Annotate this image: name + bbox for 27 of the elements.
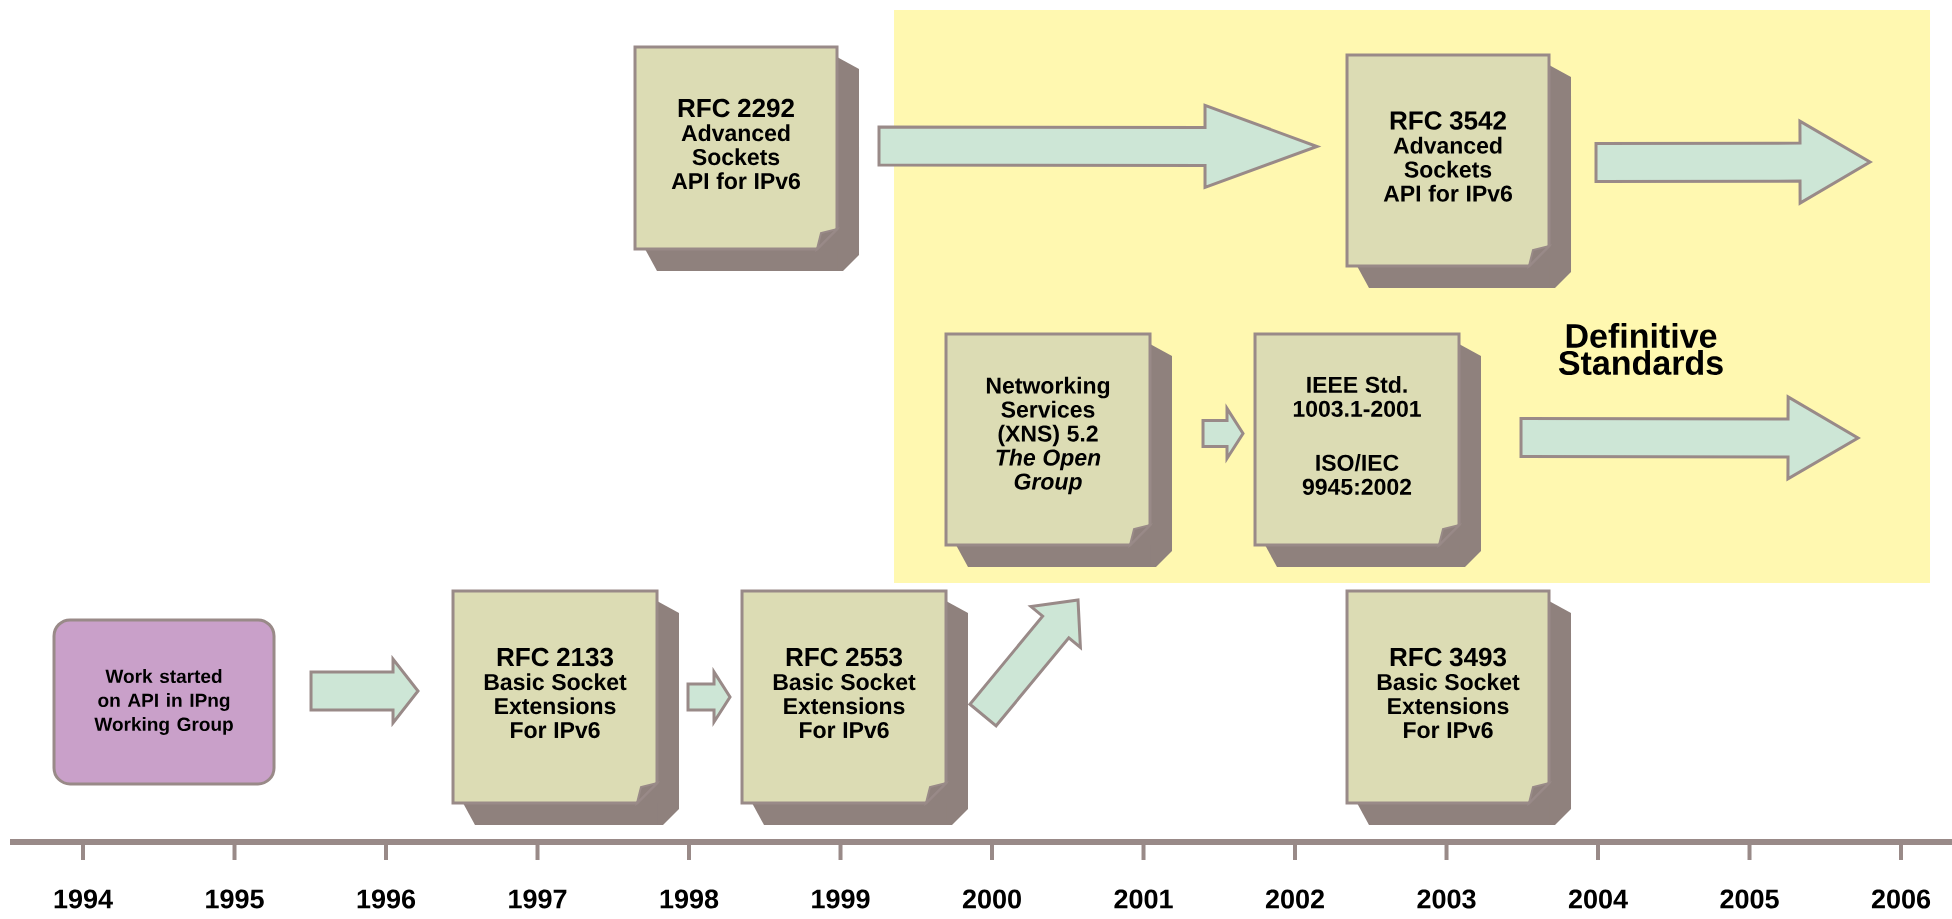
year-label: 2002 bbox=[1265, 889, 1324, 909]
year-label: 1994 bbox=[54, 889, 113, 909]
note-box: RFC 3542 Advanced Sockets API for IPv6 bbox=[1345, 53, 1571, 288]
note-box: RFC 2292 Advanced Sockets API for IPv6 bbox=[633, 45, 859, 271]
note-box: Networking Services (XNS) 5.2 The Open Group bbox=[944, 332, 1172, 567]
year-label: 2004 bbox=[1568, 889, 1628, 909]
note-box: RFC 2553 Basic Socket Extensions For IPv6 bbox=[740, 589, 968, 825]
block-arrow bbox=[1201, 403, 1245, 464]
year-label: 1998 bbox=[660, 889, 719, 909]
block-arrow bbox=[309, 654, 420, 728]
rounded-box: Work started on API in IPng Working Group bbox=[52, 618, 276, 786]
year-label: 2001 bbox=[1114, 889, 1173, 909]
year-label: 2000 bbox=[962, 889, 1021, 909]
note-box: RFC 3493 Basic Socket Extensions For IPv6 bbox=[1345, 589, 1571, 825]
block-arrow bbox=[1519, 394, 1861, 482]
year-label: 2006 bbox=[1871, 889, 1931, 909]
year-label: 2003 bbox=[1417, 889, 1476, 909]
note-box: IEEE Std. 1003.1-2001 ISO/IEC 9945:2002 bbox=[1253, 332, 1481, 567]
year-label: 1997 bbox=[509, 889, 567, 909]
year-label: 1999 bbox=[812, 889, 870, 909]
block-arrow bbox=[1594, 118, 1873, 206]
block-arrow bbox=[877, 103, 1322, 190]
year-label: 1995 bbox=[206, 889, 264, 909]
year-label: 2005 bbox=[1720, 889, 1779, 909]
note-box: RFC 2133 Basic Socket Extensions For IPv6 bbox=[451, 589, 679, 825]
block-arrow bbox=[686, 666, 732, 728]
year-label: 1996 bbox=[357, 889, 416, 909]
